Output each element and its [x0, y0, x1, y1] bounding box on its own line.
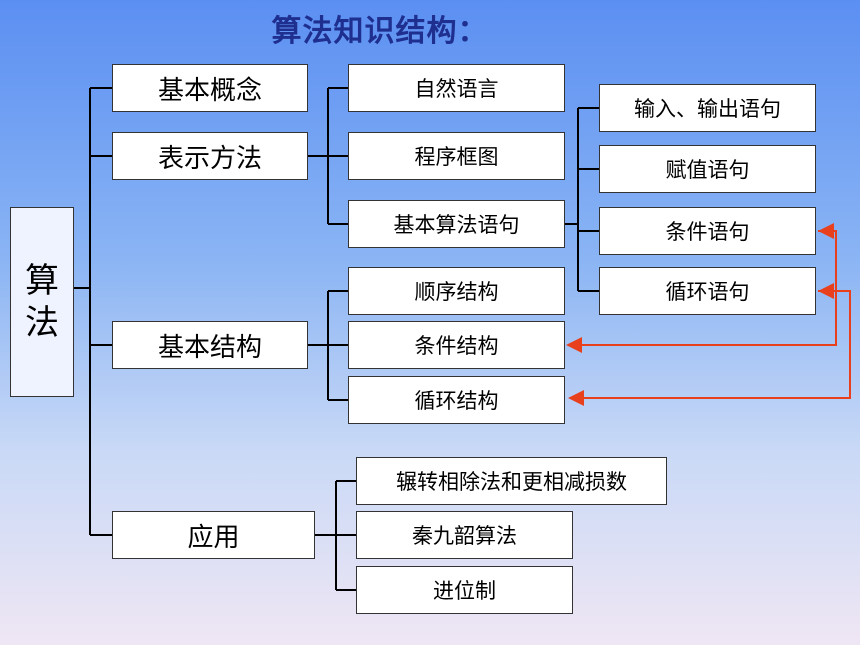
node-number-base: 进位制: [356, 566, 573, 614]
node-loop-structure: 循环结构: [348, 376, 565, 424]
node-sequential-structure: 顺序结构: [348, 267, 565, 315]
node-application: 应用: [112, 511, 315, 559]
node-flowchart: 程序框图: [348, 132, 565, 180]
node-algorithm-statements: 基本算法语句: [348, 200, 565, 248]
root-char-1: 算: [25, 261, 59, 301]
root-char-2: 法: [25, 303, 59, 343]
node-euclid-algorithm: 辗转相除法和更相减损数: [356, 457, 667, 505]
node-assignment-statement: 赋值语句: [599, 145, 816, 193]
node-loop-statement: 循环语句: [599, 267, 816, 315]
node-horner-algorithm: 秦九韶算法: [356, 511, 573, 559]
node-io-statement: 输入、输出语句: [599, 84, 816, 132]
page-title: 算法知识结构：: [271, 14, 489, 49]
node-basic-concept: 基本概念: [112, 64, 308, 112]
node-basic-structure: 基本结构: [112, 321, 308, 369]
node-conditional-structure: 条件结构: [348, 321, 565, 369]
root-node-algorithm: 算 法: [10, 207, 74, 397]
node-representation: 表示方法: [112, 132, 308, 180]
node-conditional-statement: 条件语句: [599, 207, 816, 255]
node-natural-language: 自然语言: [348, 64, 565, 112]
